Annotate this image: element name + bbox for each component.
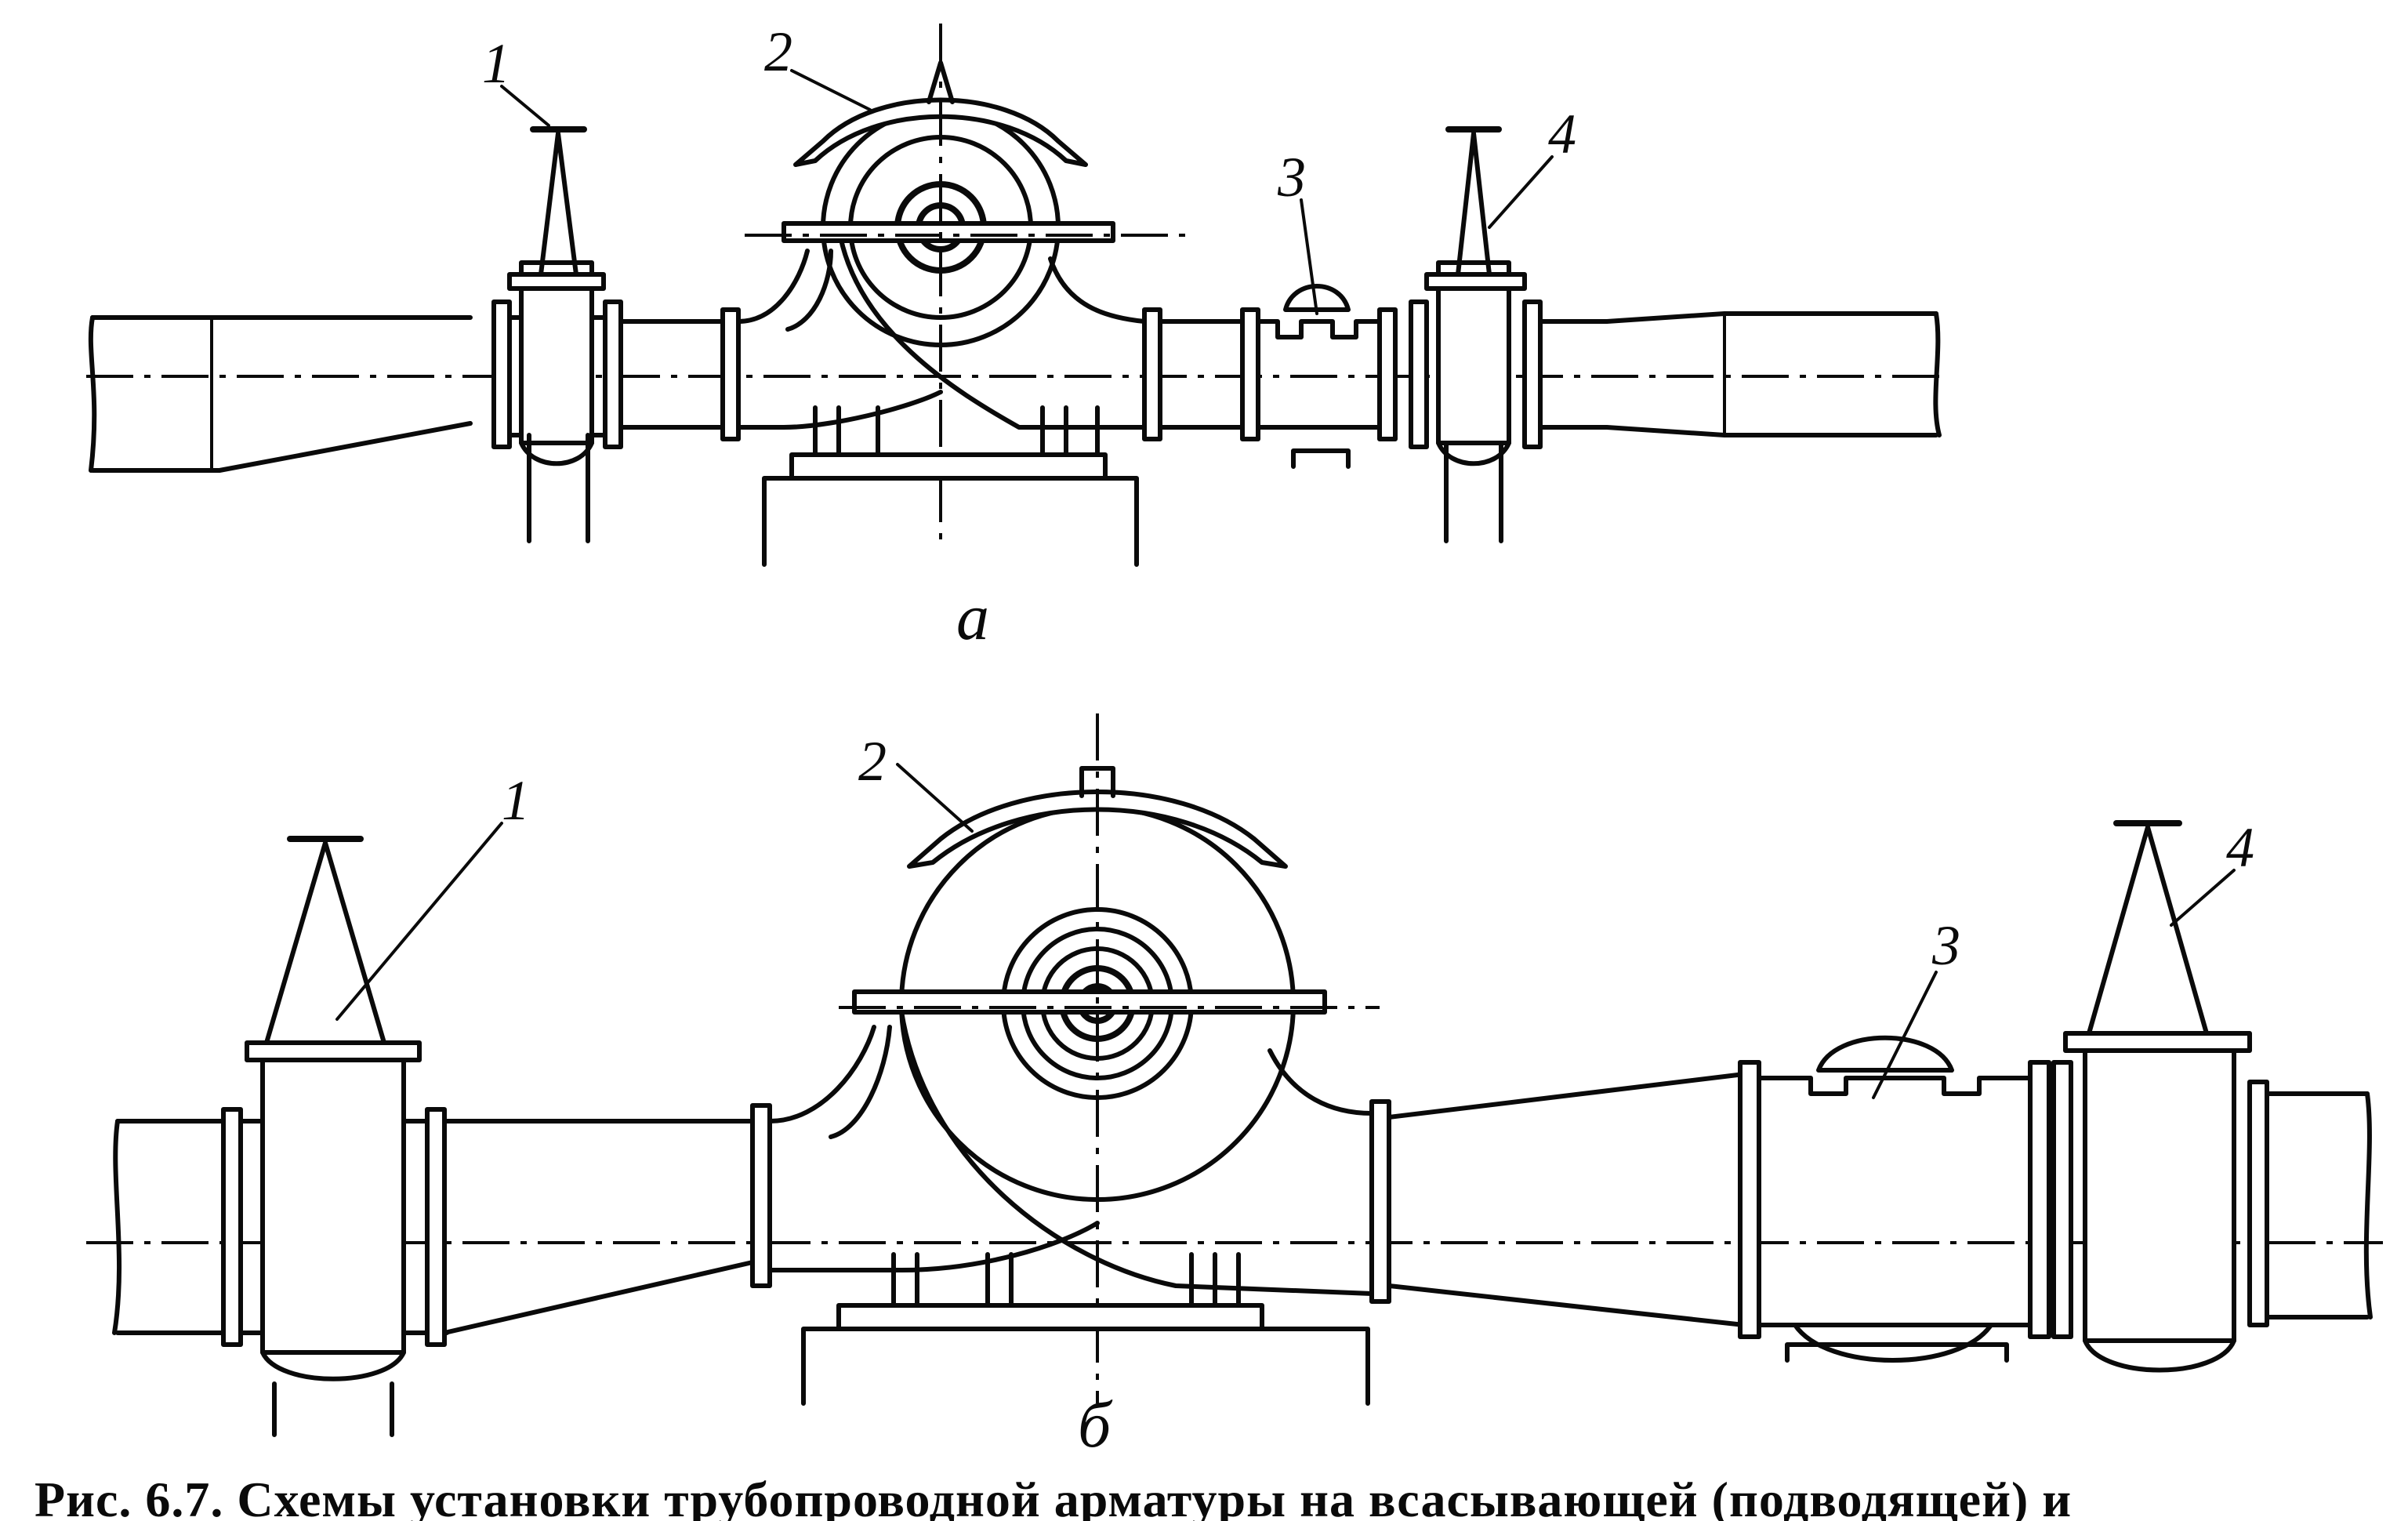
gate-valve-4-a: [1409, 126, 1543, 543]
leader-lines-b: [335, 763, 2236, 1099]
gate-valve-4-b: [2051, 820, 2269, 1373]
label-1-a: 1: [482, 32, 510, 95]
label-4-b: 4: [2226, 816, 2254, 879]
pipe-valve-to-pump-a: [618, 307, 741, 441]
leader-lines-a: [500, 69, 1554, 315]
sublabel-b: б: [1078, 1389, 1113, 1461]
pipe-pump-to-checkvalve-a: [1142, 307, 1249, 441]
scheme-a: 1 2 3 4 а: [86, 20, 1944, 654]
diffuser-pipe-b: [1369, 1072, 1746, 1327]
label-2-a: 2: [764, 20, 792, 83]
pump-2-b: [767, 713, 1380, 1406]
label-1-b: 1: [502, 769, 530, 832]
label-3-a: 3: [1277, 146, 1306, 209]
pressure-pipe-a: [1538, 311, 1942, 437]
figure-caption: Рис. 6.7. Схемы установки трубопроводной…: [34, 1472, 2073, 1521]
scheme-b: 1 2 3 4 б: [86, 713, 2383, 1461]
pump-2-a: [736, 24, 1191, 567]
gate-valve-1-a: [491, 126, 623, 543]
check-valve-3-a: [1240, 284, 1398, 469]
pipe-valve-to-pump-b: [442, 1103, 772, 1335]
label-2-b: 2: [858, 730, 887, 793]
suction-pipe-a: [88, 315, 473, 473]
label-3-b: 3: [1931, 914, 1960, 977]
gate-valve-1-b: [221, 836, 447, 1437]
pressure-pipe-b: [2265, 1091, 2373, 1320]
label-4-a: 4: [1548, 103, 1576, 165]
sublabel-a: а: [956, 581, 989, 654]
check-valve-3-b: [1738, 1035, 2051, 1363]
